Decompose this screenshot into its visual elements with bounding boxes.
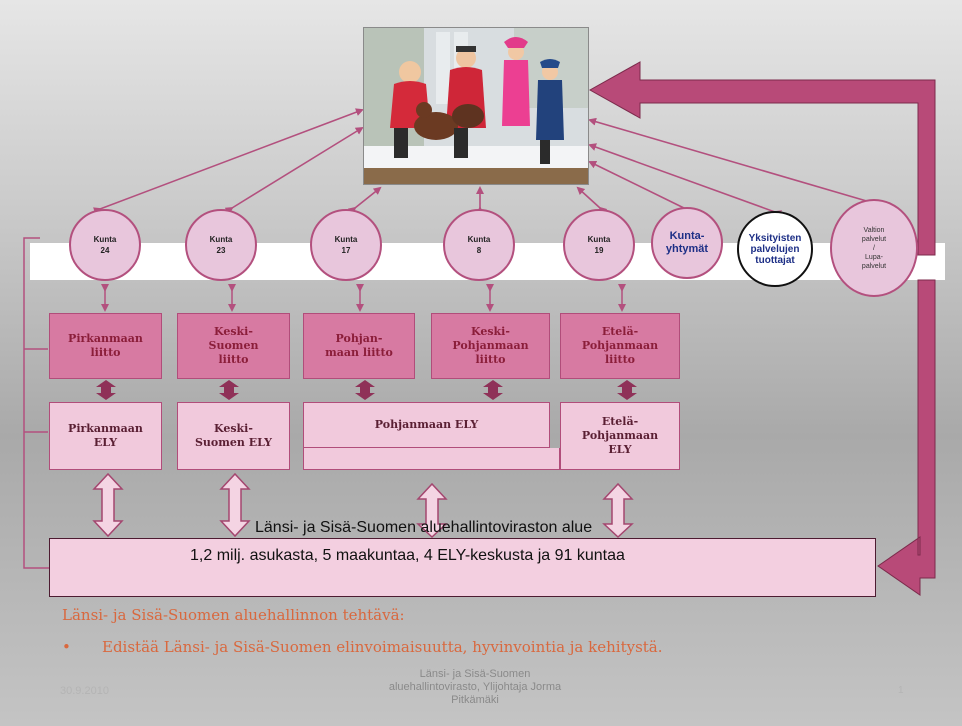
footer-author: Länsi- ja Sisä-Suomen aluehallintovirast…	[388, 668, 562, 706]
tasks-item: • Edistää Länsi- ja Sisä-Suomen elinvoima…	[62, 638, 663, 656]
circle-label: Kunta 23	[209, 235, 233, 255]
tasks-title: Länsi- ja Sisä-Suomen aluehallinnon teht…	[62, 606, 405, 624]
circle-label: Kunta- yhtymät	[665, 230, 709, 255]
box-pohjanmaan-ely: Pohjanmaan ELY	[303, 402, 550, 448]
circle-kunta-8: Kunta 8	[443, 209, 515, 281]
circle-to-liitto-arrows	[101, 284, 626, 312]
tasks-item-text: Edistää Länsi- ja Sisä-Suomen elinvoimai…	[102, 638, 663, 656]
big-return-arrow-bottom	[877, 279, 936, 596]
circle-kunta-19: Kunta 19	[563, 209, 635, 281]
box-keski-suomen-liitto: Keski- Suomen liitto	[177, 313, 290, 379]
circle-kunta-17: Kunta 17	[310, 209, 382, 281]
box-pirkanmaan-liitto: Pirkanmaan liitto	[49, 313, 162, 379]
circle-label: Valtion palvelut / Lupa- palvelut	[861, 226, 887, 270]
box-keski-pohjanmaan-liitto: Keski- Pohjanmaan liitto	[431, 313, 550, 379]
big-return-arrow-top	[588, 61, 936, 256]
circle-kunta-23: Kunta 23	[185, 209, 257, 281]
ely-to-main-arrows	[92, 472, 634, 539]
bullet-glyph: •	[62, 638, 71, 656]
circle-yksityiset-palvelut: Yksityisten palvelujen tuottajat	[737, 211, 813, 287]
region-caption: Länsi- ja Sisä-Suomen aluehallintovirast…	[255, 519, 593, 536]
box-keski-suomen-ely: Keski- Suomen ELY	[177, 402, 290, 470]
circle-label: Kunta 24	[93, 235, 117, 255]
circle-label: Kunta 17	[334, 235, 358, 255]
aluehallinto-main-box	[49, 538, 876, 597]
liitto-to-ely-arrows	[96, 380, 637, 400]
circle-label: Yksityisten palvelujen tuottajat	[748, 232, 802, 266]
family-photo	[363, 27, 589, 185]
circle-label: Kunta 19	[587, 235, 611, 255]
box-pohjanmaan-ely-extension	[303, 448, 560, 470]
box-etela-pohjanmaan-liitto: Etelä- Pohjanmaan liitto	[560, 313, 680, 379]
circle-to-photo-arrows	[92, 108, 877, 218]
circle-kuntayhtymat: Kunta- yhtymät	[651, 207, 723, 279]
box-etela-pohjanmaan-ely: Etelä- Pohjanmaan ELY	[560, 402, 680, 470]
region-statistics: 1,2 milj. asukasta, 5 maakuntaa, 4 ELY-k…	[190, 547, 625, 564]
left-bracket-line	[23, 237, 49, 569]
box-pohjanmaan-liitto: Pohjan- maan liitto	[303, 313, 415, 379]
footer-date: 30.9.2010	[60, 685, 109, 697]
circle-label: Kunta 8	[467, 235, 491, 255]
box-pirkanmaan-ely: Pirkanmaan ELY	[49, 402, 162, 470]
circle-kunta-24: Kunta 24	[69, 209, 141, 281]
footer-page-number: 1	[898, 685, 904, 696]
circle-valtion-palvelut: Valtion palvelut / Lupa- palvelut	[830, 199, 918, 297]
